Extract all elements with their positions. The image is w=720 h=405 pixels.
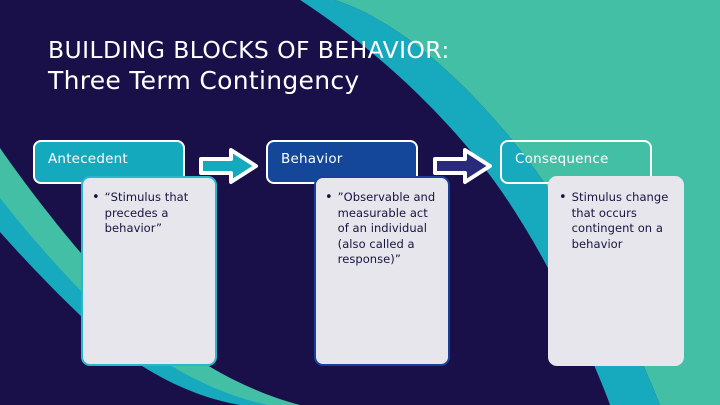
- bullet-marker-icon: •: [559, 190, 567, 205]
- bullet-item: • “Stimulus that precedes a behavior”: [92, 190, 209, 237]
- bullet-item: • ”Observable and measurable act of an i…: [325, 190, 442, 268]
- slide-title: BUILDING BLOCKS OF BEHAVIOR: Three Term …: [48, 36, 568, 96]
- title-line-primary: BUILDING BLOCKS OF BEHAVIOR:: [48, 36, 450, 64]
- bullet-text: Stimulus change that occurs contingent o…: [571, 190, 669, 251]
- header-chip-label: Consequence: [515, 151, 609, 167]
- bullet-item: • Stimulus change that occurs contingent…: [559, 190, 676, 252]
- bullet-text: “Stimulus that precedes a behavior”: [104, 190, 189, 236]
- bullet-marker-icon: •: [325, 190, 333, 205]
- arrow-right-icon: [433, 148, 492, 184]
- body-panel-consequence: • Stimulus change that occurs contingent…: [548, 176, 684, 366]
- bullet-marker-icon: •: [92, 190, 100, 205]
- body-panel-antecedent: • “Stimulus that precedes a behavior”: [81, 176, 217, 366]
- bullet-text: ”Observable and measurable act of an ind…: [337, 190, 436, 267]
- header-chip-label: Behavior: [281, 151, 343, 167]
- title-line-secondary: Three Term Contingency: [48, 65, 360, 95]
- body-panel-behavior: • ”Observable and measurable act of an i…: [314, 176, 450, 366]
- arrow-right-icon: [199, 148, 258, 184]
- header-chip-label: Antecedent: [48, 151, 128, 167]
